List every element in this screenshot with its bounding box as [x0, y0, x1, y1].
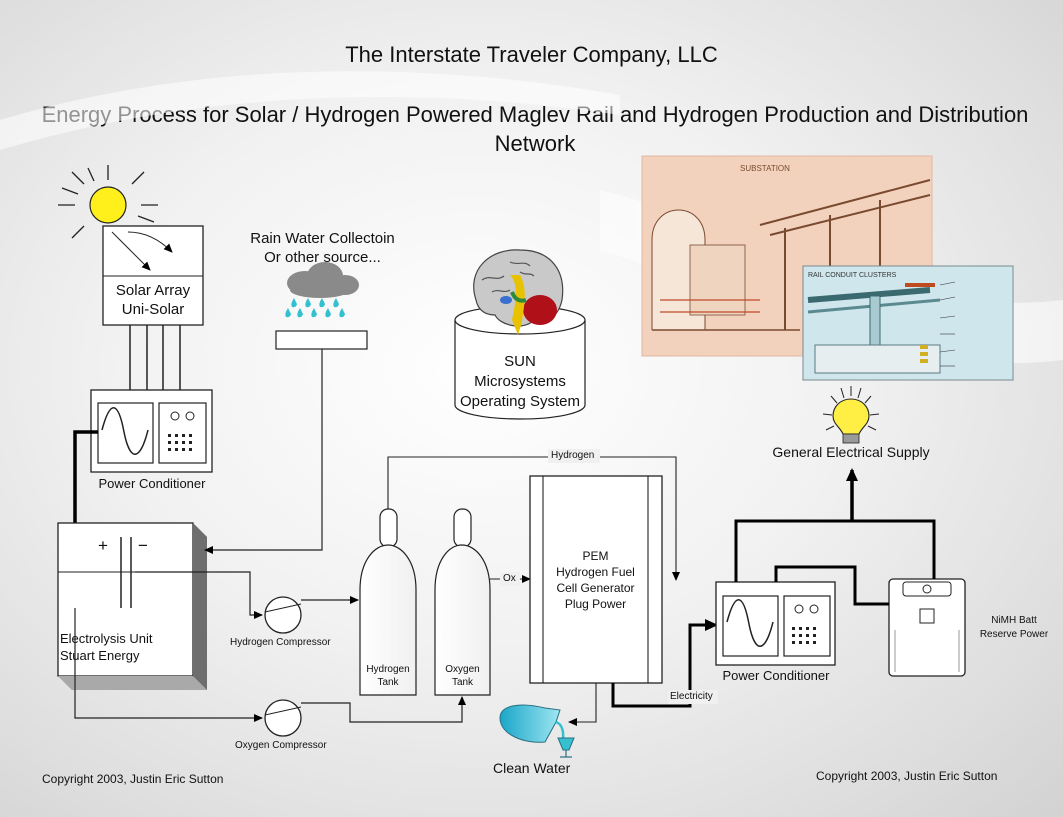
solar-array-label: Solar Array Uni-Solar [103, 281, 203, 319]
power-conditioner-right [715, 581, 836, 666]
power-conditioner-left [90, 389, 213, 473]
minus-sign: − [138, 536, 148, 555]
hydrogen-compressor-label: Hydrogen Compressor [230, 637, 331, 648]
oxygen-tank-label-line2: Tank [451, 677, 474, 688]
pem-label-line1: PEM [582, 549, 609, 563]
solar-array-box [102, 225, 204, 326]
nimh-label: NiMH Batt Reserve Power [974, 614, 1054, 642]
copyright-right: Copyright 2003, Justin Eric Sutton [816, 769, 998, 783]
sun-microsystems-label: SUN Microsystems Operating System [450, 352, 590, 412]
water-line-to-electrolysis [204, 349, 323, 554]
general-supply-label: General Electrical Supply [772, 444, 930, 460]
electrolysis-label-line2: Stuart Energy [60, 648, 140, 663]
pem-label-line4: Plug Power [564, 597, 627, 611]
pem-label-line2: Hydrogen Fuel [556, 565, 635, 579]
pem-label: PEM Hydrogen Fuel Cell Generator Plug Po… [543, 548, 648, 612]
hydrogen-outlet-line [135, 571, 263, 619]
sun-label-line3: Operating System [459, 393, 581, 410]
o2-compressor-to-tank [301, 696, 466, 723]
clean-water-label: Clean Water [493, 760, 571, 776]
light-bulb-icon [822, 386, 880, 444]
solar-array-label-line2: Uni-Solar [121, 301, 185, 318]
water-pitcher-icon [499, 704, 565, 746]
diagram-title: The Interstate Traveler Company, LLC [345, 42, 718, 67]
nimh-label-line1: NiMH Batt [991, 615, 1037, 626]
solar-array-label-line1: Solar Array [115, 282, 191, 299]
hydrogen-feed-line [387, 456, 680, 581]
hydrogen-line-label: Hydrogen [551, 450, 595, 461]
oxygen-tank-label-line1: Oxygen [445, 664, 480, 675]
rain-label-line2: Or other source... [264, 249, 381, 266]
power-conditioner-right-label: Power Conditioner [722, 668, 830, 683]
oxygen-compressor [264, 699, 302, 737]
oxygen-outlet-line [74, 608, 263, 722]
hydrogen-compressor [264, 596, 302, 634]
rain-cloud-icon [285, 262, 359, 318]
copyright-left: Copyright 2003, Justin Eric Sutton [42, 772, 224, 786]
hydrogen-tank-label: Hydrogen Tank [360, 663, 416, 689]
nimh-label-line2: Reserve Power [979, 629, 1049, 640]
electrolysis-unit [57, 522, 207, 690]
rain-collector-tray [275, 330, 368, 350]
rain-collection-label: Rain Water Collectoin Or other source... [240, 229, 405, 267]
hydrogen-tank-label-line1: Hydrogen [366, 664, 410, 675]
oxygen-tank-label: Oxygen Tank [435, 663, 490, 689]
svg-text:RAIL CONDUIT CLUSTERS: RAIL CONDUIT CLUSTERS [808, 272, 897, 279]
solar-wires [129, 325, 181, 392]
supply-wiring [734, 519, 936, 606]
brain-icon [473, 249, 564, 335]
pem-fuel-cell [529, 475, 663, 684]
sun-label-line2: Microsystems [474, 373, 566, 390]
electrolysis-label: Electrolysis Unit Stuart Energy [60, 630, 180, 664]
oxygen-tank [434, 508, 491, 696]
rail-conduit-sketch-image: RAIL CONDUIT CLUSTERS [802, 265, 1014, 381]
sun-label-line1: SUN [504, 353, 536, 370]
ox-line-label: Ox [503, 573, 516, 584]
plus-sign: + [98, 536, 108, 555]
electrolysis-label-line1: Electrolysis Unit [60, 631, 153, 646]
hydrogen-tank-label-line2: Tank [377, 677, 399, 688]
oxygen-compressor-label: Oxygen Compressor [235, 740, 327, 751]
electricity-line [611, 619, 718, 708]
power-conditioner-left-label: Power Conditioner [98, 476, 206, 491]
svg-text:SUBSTATION: SUBSTATION [740, 164, 790, 173]
water-out-line [568, 683, 597, 726]
electricity-label: Electricity [670, 691, 713, 702]
nimh-battery-unit [888, 578, 966, 677]
water-glass-icon [557, 737, 575, 758]
rain-label-line1: Rain Water Collectoin [250, 230, 395, 247]
pem-label-line3: Cell Generator [556, 581, 635, 595]
